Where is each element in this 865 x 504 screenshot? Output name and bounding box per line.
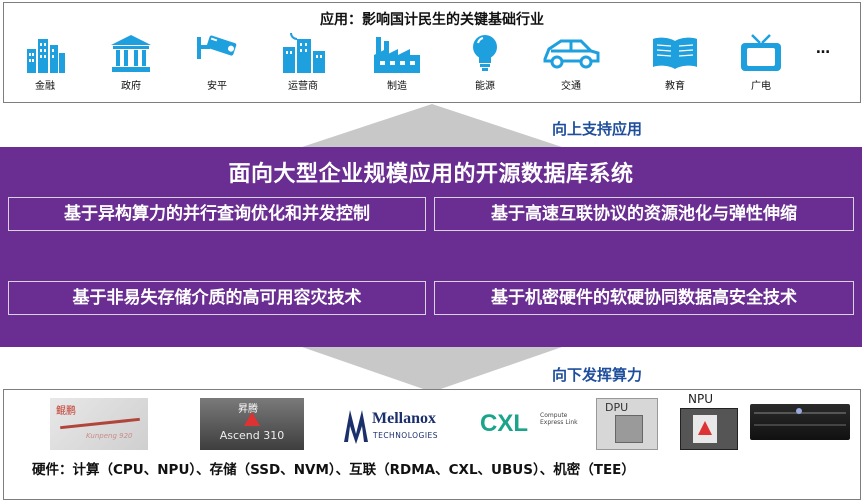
dpu-card-image: DPU	[596, 398, 658, 450]
industry-broadcast: 广电	[726, 33, 796, 99]
government-building-icon	[111, 35, 151, 72]
mellanox-logo-image: Mellanox TECHNOLOGIES	[342, 398, 454, 450]
industry-label: 制造	[387, 81, 407, 92]
hardware-caption: 硬件：计算（CPU、NPU）、存储（SSD、NVM）、互联（RDMA、CXL、U…	[32, 462, 635, 478]
security-camera-icon	[197, 35, 237, 59]
lightbulb-icon	[473, 35, 497, 71]
ascend-chip-text: 昇腾	[238, 404, 258, 415]
industry-label: 能源	[475, 81, 495, 92]
mellanox-m-icon	[344, 410, 368, 444]
dpu-text: DPU	[605, 401, 629, 414]
cxl-sub: Compute Express Link	[540, 412, 578, 426]
server-rack-image	[750, 404, 850, 440]
ascend-logo-icon	[244, 412, 260, 426]
industry-security: 安平	[182, 33, 252, 99]
ascend-chip-sub: Ascend 310	[219, 429, 285, 442]
tech-confidential-security: 基于机密硬件的软硬协同数据高安全技术	[434, 281, 854, 315]
industry-transport: 交通	[536, 33, 606, 99]
application-title: 应用：影响国计民生的关键基础行业	[320, 12, 544, 28]
industry-label: 运营商	[288, 81, 318, 92]
more-industries-ellipsis: …	[816, 41, 830, 57]
finance-buildings-icon	[27, 39, 65, 73]
cxl-logo-image: CXL Compute Express Link	[476, 398, 584, 450]
industry-telecom: 运营商	[268, 33, 338, 99]
tech-high-availability: 基于非易失存储介质的高可用容灾技术	[8, 281, 426, 315]
down-arrow	[302, 347, 562, 392]
core-database-panel: 面向大型企业规模应用的开源数据库系统 基于异构算力的并行查询优化和并发控制 基于…	[0, 147, 862, 347]
kunpeng-chip-text: 鲲鹏	[56, 406, 76, 417]
industry-label: 广电	[751, 81, 771, 92]
industry-manufacturing: 制造	[362, 33, 432, 99]
core-title: 面向大型企业规模应用的开源数据库系统	[228, 162, 634, 187]
mellanox-sub: TECHNOLOGIES	[373, 431, 439, 440]
application-panel: 应用：影响国计民生的关键基础行业 金融 政府 安平	[3, 2, 861, 103]
industry-government: 政府	[96, 33, 166, 99]
down-compute-label: 向下发挥算力	[552, 366, 643, 384]
kunpeng-chip-sub: Kunpeng 920	[86, 432, 133, 440]
industry-education: 教育	[640, 33, 710, 99]
telecom-tower-icon	[283, 33, 325, 73]
factory-icon	[374, 37, 420, 73]
industry-label: 政府	[121, 81, 141, 92]
car-icon	[543, 39, 600, 69]
npu-text: NPU	[688, 392, 713, 406]
industry-label: 交通	[561, 81, 581, 92]
industry-label: 教育	[665, 81, 685, 92]
industry-label: 金融	[35, 81, 55, 92]
industry-finance: 金融	[10, 33, 80, 99]
cxl-text: CXL	[480, 410, 528, 437]
open-book-icon	[653, 37, 697, 69]
tech-resource-pooling: 基于高速互联协议的资源池化与弹性伸缩	[434, 197, 854, 231]
industry-label: 安平	[207, 81, 227, 92]
hardware-panel: 鲲鹏 Kunpeng 920 昇腾 Ascend 310 Mellanox TE…	[3, 389, 861, 500]
kunpeng-chip-image: 鲲鹏 Kunpeng 920	[50, 398, 148, 450]
television-icon	[741, 34, 781, 71]
npu-card-image: NPU	[678, 392, 738, 450]
tech-parallel-query: 基于异构算力的并行查询优化和并发控制	[8, 197, 426, 231]
industry-energy: 能源	[450, 33, 520, 99]
ascend-chip-image: 昇腾 Ascend 310	[200, 398, 304, 450]
up-arrow	[302, 104, 562, 147]
up-support-label: 向上支持应用	[552, 120, 643, 138]
mellanox-text: Mellanox	[372, 410, 436, 427]
